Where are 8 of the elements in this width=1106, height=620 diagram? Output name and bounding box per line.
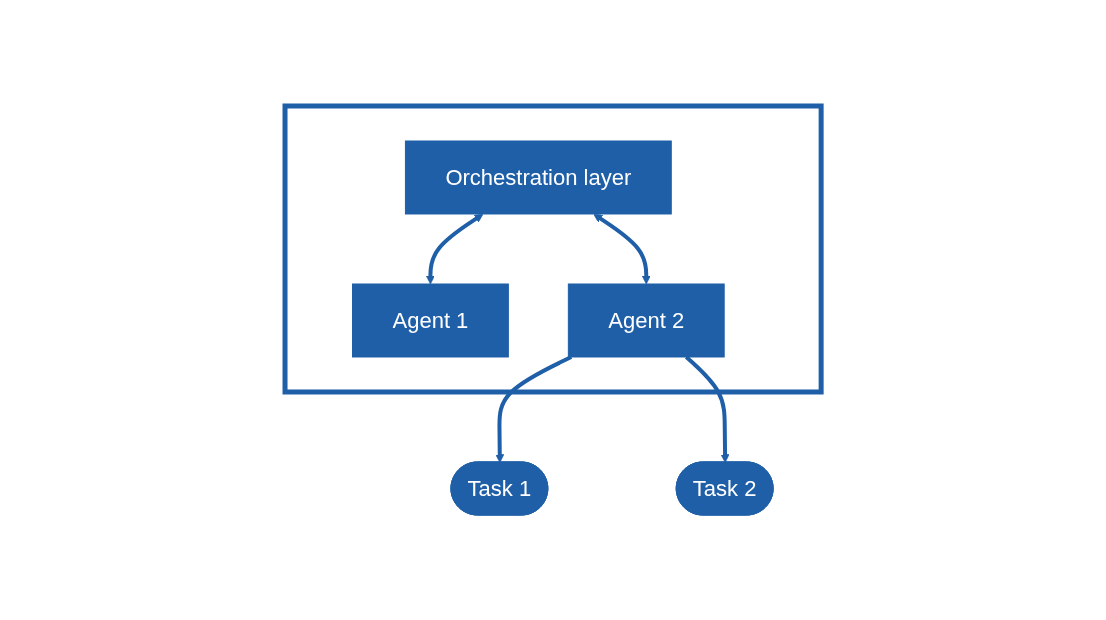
arrow — [495, 354, 573, 463]
arrow — [684, 355, 730, 463]
node-box: Orchestration layer — [404, 140, 672, 214]
node-box: Agent 2 — [567, 283, 725, 357]
cluster — [282, 103, 824, 394]
arrow — [593, 213, 651, 284]
arrow — [425, 213, 484, 284]
node-box: Agent 1 — [351, 283, 509, 357]
